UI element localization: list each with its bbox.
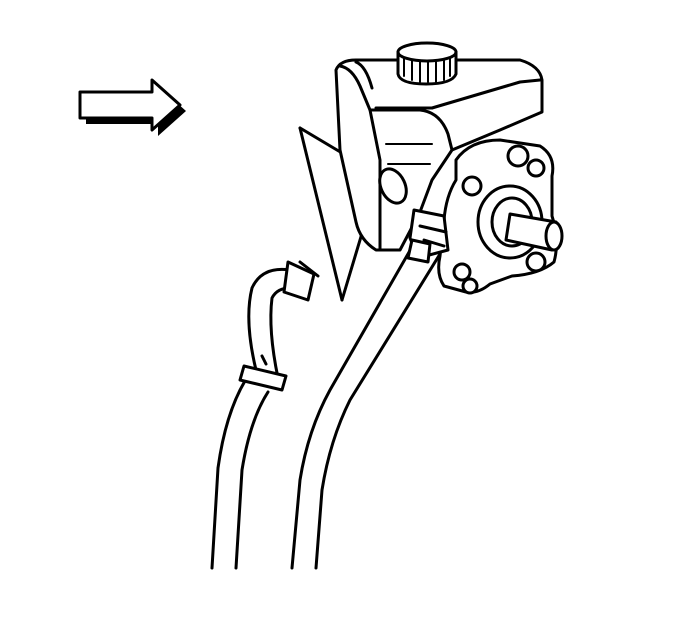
pressure-hose [290, 238, 442, 570]
pump-pulley-shaft [504, 212, 564, 252]
hose-clamp [238, 260, 320, 392]
return-hose [210, 267, 298, 570]
pressure-hose-fitting [406, 208, 450, 264]
reservoir-cap [396, 41, 458, 86]
direction-arrow-icon [78, 78, 186, 136]
power-steering-pump [437, 138, 559, 295]
reservoir [334, 58, 544, 252]
